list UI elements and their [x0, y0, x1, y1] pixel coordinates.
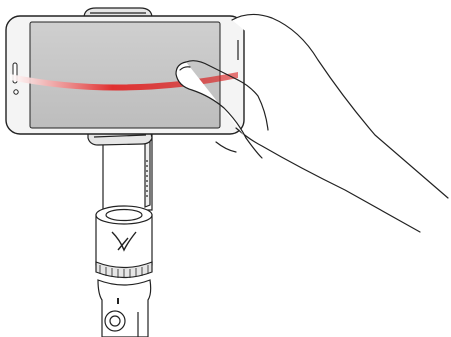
phone-screen — [29, 21, 221, 129]
front-camera — [13, 89, 19, 95]
hand-swipe-icon — [175, 13, 449, 233]
gimbal-handle — [97, 279, 152, 337]
swipe-gesture-trail — [10, 72, 238, 91]
gimbal-logo-icon — [111, 231, 137, 252]
gimbal-motor — [95, 205, 153, 279]
smartphone — [5, 15, 245, 135]
